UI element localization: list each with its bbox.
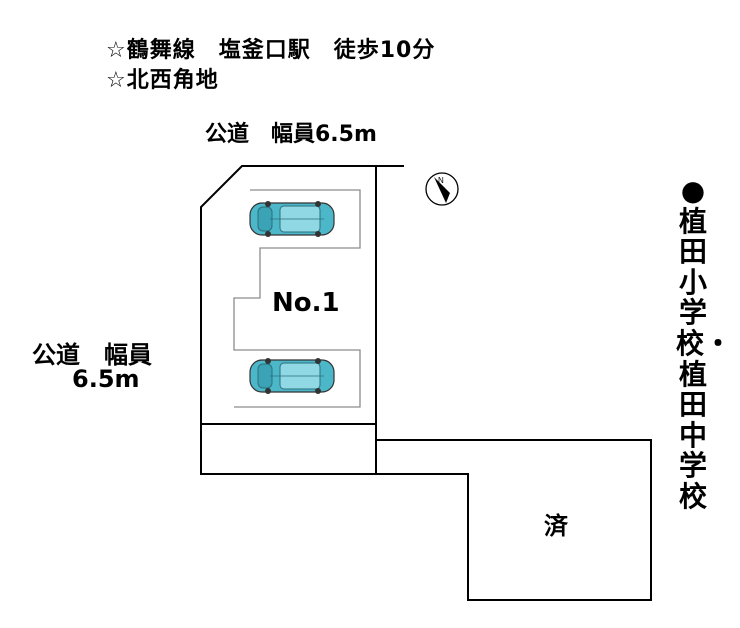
neighbor-edge bbox=[375, 424, 652, 601]
lot-number-label: No.1 bbox=[272, 288, 340, 318]
svg-text:N: N bbox=[438, 176, 444, 185]
lot-boundary bbox=[200, 165, 377, 425]
car-icon bbox=[249, 358, 335, 394]
left-road-label: 公道 幅員 bbox=[32, 341, 152, 369]
neighbor-lot-boundary bbox=[375, 424, 652, 601]
top-road-label: 公道 幅員6.5m bbox=[205, 122, 377, 147]
corner-lot-info: ☆北西角地 bbox=[106, 68, 219, 93]
station-info: ☆鶴舞線 塩釜口駅 徒歩10分 bbox=[106, 38, 436, 63]
strip-boundary bbox=[200, 424, 468, 475]
sold-lot-label: 済 bbox=[544, 512, 568, 540]
car-icon bbox=[249, 201, 335, 237]
parking-space-upper bbox=[233, 189, 361, 408]
left-road-width: 6.5m bbox=[72, 365, 140, 393]
school-info: ●植田小学校・植田中学校 bbox=[676, 174, 733, 513]
north-arrow-icon: N bbox=[425, 172, 459, 206]
